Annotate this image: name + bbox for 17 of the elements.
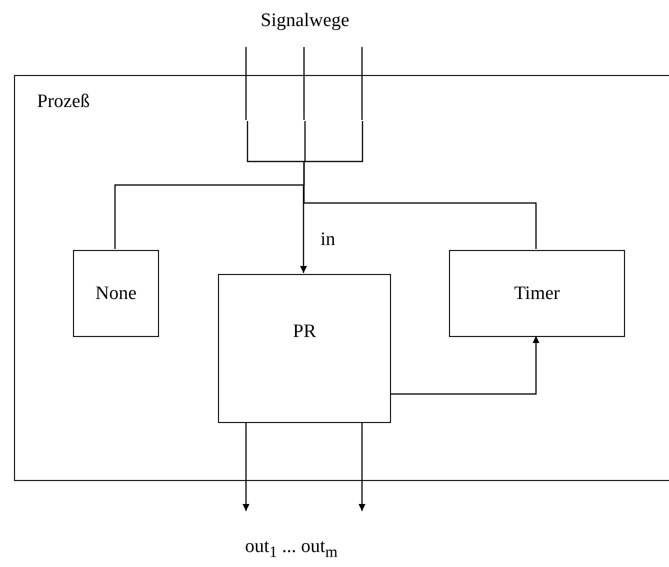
- node-label: PR: [292, 321, 318, 343]
- output-label: out$_{1}$ ... out$_{m}$: [245, 536, 338, 562]
- node-label: Signalwege: [260, 10, 350, 32]
- process-box: [218, 274, 391, 423]
- arrow: [358, 422, 366, 511]
- connector-line: [303, 161, 537, 249]
- arrow: [390, 336, 540, 395]
- process-box: [73, 250, 159, 337]
- connector-line: [245, 47, 247, 120]
- process-container: [14, 75, 669, 481]
- connector-line: [361, 47, 363, 120]
- arrow: [242, 422, 250, 511]
- node-label: Timer: [513, 282, 561, 304]
- process-box: [449, 250, 625, 337]
- connector-line: [303, 47, 305, 120]
- container-title: Prozeß: [37, 91, 90, 113]
- node-label: None: [94, 282, 138, 304]
